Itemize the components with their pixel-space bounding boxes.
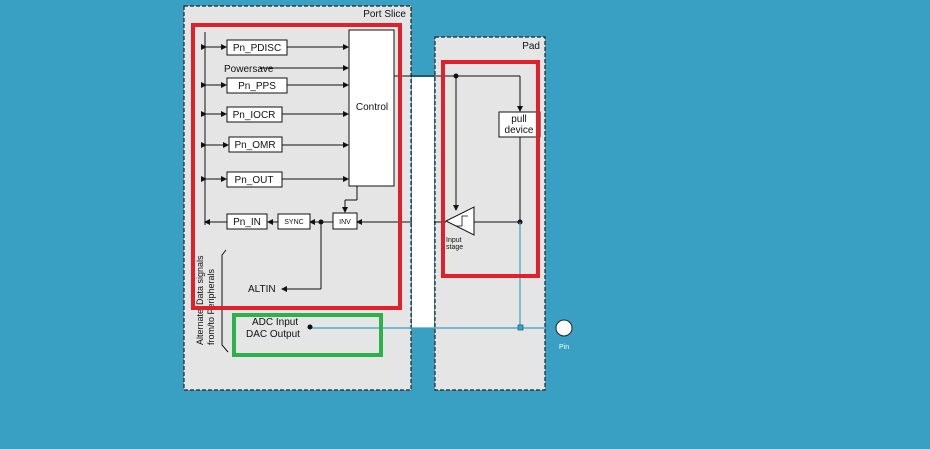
side-label-line2: Data signals bbox=[195, 255, 205, 305]
adc-junction-dot bbox=[307, 324, 313, 330]
altin-label: ALTIN bbox=[248, 284, 276, 295]
register-bus-arrows bbox=[201, 44, 229, 182]
register-in: Pn_IN bbox=[226, 213, 268, 230]
pull-device-line1: pull bbox=[511, 114, 527, 125]
input-stage-line1: Input bbox=[446, 237, 462, 244]
register-pdisc-label: Pn_PDISC bbox=[233, 43, 281, 54]
inv-label: INV bbox=[339, 219, 351, 226]
input-stage-line2: stage bbox=[446, 244, 463, 251]
pad-panel bbox=[434, 36, 546, 391]
register-pps-label: Pn_PPS bbox=[238, 81, 276, 92]
register-out: Pn_OUT bbox=[226, 171, 283, 188]
digital-highlight-frame bbox=[191, 23, 402, 310]
pad-analog-junction bbox=[517, 324, 524, 331]
register-iocr-label: Pn_IOCR bbox=[233, 110, 276, 121]
dac-output-label: DAC Output bbox=[246, 329, 300, 340]
powersave-label: Powersave bbox=[224, 64, 274, 75]
register-pps: Pn_PPS bbox=[226, 77, 288, 94]
sync-block: SYNC bbox=[277, 213, 311, 230]
inv-block: INV bbox=[332, 212, 358, 230]
pin-label: Pin bbox=[559, 344, 569, 351]
sync-label: SYNC bbox=[284, 219, 303, 226]
register-omr-label: Pn_OMR bbox=[234, 140, 275, 151]
register-out-label: Pn_OUT bbox=[235, 175, 274, 186]
register-iocr: Pn_IOCR bbox=[226, 106, 283, 123]
pad-highlight-frame bbox=[441, 60, 540, 278]
input-stage: Input stage bbox=[444, 206, 475, 251]
register-control-arrows bbox=[260, 44, 349, 182]
analog-highlight-frame bbox=[232, 313, 383, 357]
pull-device: pull device bbox=[498, 111, 541, 138]
junction-dot bbox=[453, 73, 459, 79]
analog-gap-lower bbox=[412, 328, 434, 390]
analog-gap bbox=[412, 77, 434, 328]
pad-title: Pad bbox=[522, 41, 540, 52]
control-block: Control bbox=[348, 29, 395, 187]
register-omr: Pn_OMR bbox=[228, 136, 283, 153]
control-label: Control bbox=[356, 102, 388, 113]
port-slice-title: Port Slice bbox=[363, 9, 406, 20]
side-bracket bbox=[221, 249, 229, 353]
pin-icon bbox=[555, 319, 573, 337]
pull-device-line2: device bbox=[505, 125, 534, 136]
register-in-label: Pn_IN bbox=[233, 217, 261, 228]
adc-input-label: ADC Input bbox=[252, 317, 298, 328]
side-label-line1: Alternate bbox=[195, 309, 205, 345]
register-pdisc: Pn_PDISC bbox=[226, 39, 288, 56]
